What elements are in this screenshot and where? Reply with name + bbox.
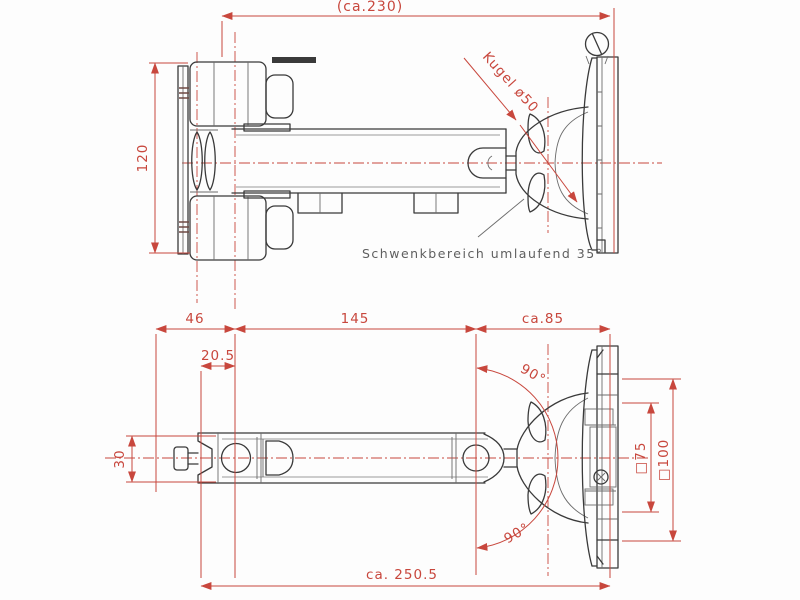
dim-mount-height-label: 120	[135, 144, 151, 173]
dim-plate-to-hole-label: 46	[185, 311, 204, 327]
top-view: (ca.230) 120 Kugel ø50 Schwenkbereich um…	[135, 0, 662, 310]
wall-plate-top	[581, 31, 619, 254]
swivel-range-label: Schwenkbereich umlaufend 35°	[362, 246, 603, 261]
clamp-knob-bottom	[265, 205, 294, 250]
clamp-knob-top	[265, 74, 294, 119]
swivel-range-note: Schwenkbereich umlaufend 35°	[362, 198, 603, 261]
ball-joint-bottom	[516, 392, 589, 524]
ball-diameter-label: Kugel ø50	[479, 49, 542, 116]
monitor-mount-head	[177, 57, 316, 261]
plate-bracket-mechanism	[584, 408, 617, 506]
spring-leaves	[190, 129, 218, 193]
dim-arm-length-label: 145	[341, 311, 370, 327]
screw-icon	[584, 31, 610, 65]
arm-clamp-knob	[262, 439, 294, 477]
dim-vesa-100: □100	[622, 378, 681, 542]
support-arm-top	[231, 128, 517, 214]
ball-diameter-callout: Kugel ø50	[463, 49, 578, 203]
clamp-top-bar	[272, 57, 316, 63]
dim-total-length: ca. 250.5	[200, 567, 611, 590]
dim-arm-width-label: 30	[112, 449, 128, 468]
dim-hole-offset: 20.5	[200, 348, 236, 578]
dim-total-width-label: (ca.230)	[337, 0, 403, 15]
wall-plate-bottom	[581, 345, 619, 569]
plate-serration-marks	[179, 87, 189, 233]
dim-vesa-100-label: □100	[656, 439, 672, 482]
bottom-view-centerlines	[105, 344, 648, 576]
dim-total-width: (ca.230)	[221, 0, 615, 253]
dim-tilt-upper-label: 90°	[517, 361, 548, 388]
dim-total-length-label: ca. 250.5	[366, 567, 438, 583]
pivot-hole-left	[220, 442, 252, 474]
dim-arm-width: 30	[112, 435, 216, 483]
locking-screw-icon	[593, 469, 609, 485]
dim-vesa-75: □75	[622, 402, 659, 513]
bottom-view: 46 145 ca.85 20.5 30 90° 90° □75	[105, 311, 681, 590]
top-view-centerlines	[182, 32, 662, 310]
dim-tilt-lower-label: 90°	[501, 520, 532, 547]
dim-hole-offset-label: 20.5	[201, 348, 235, 364]
dim-mount-height: 120	[135, 62, 190, 254]
dim-vesa-75-label: □75	[633, 442, 649, 475]
dim-chain-top: 46 145 ca.85	[155, 311, 611, 578]
dim-wall-section-label: ca.85	[522, 311, 564, 327]
arm-end-knob	[173, 446, 199, 471]
